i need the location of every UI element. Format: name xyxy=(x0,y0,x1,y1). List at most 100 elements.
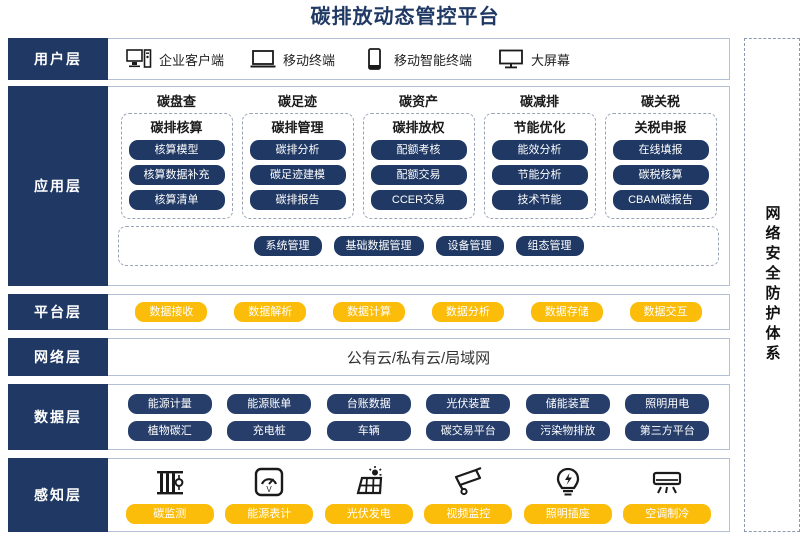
app-chip[interactable]: CBAM碳报告 xyxy=(612,190,709,210)
layer-sensing: 感知层 xyxy=(8,458,730,532)
pillar-title: 碳资产 xyxy=(398,94,438,109)
user-item-label: 大屏幕 xyxy=(531,52,571,68)
layer-network: 网络层 公有云/私有云/局域网 xyxy=(8,338,730,376)
management-chip-device[interactable]: 设备管理 xyxy=(435,236,504,256)
energy-meter-icon: V xyxy=(252,465,286,499)
desktop-tower-icon xyxy=(126,48,152,70)
pillar-subtitle: 碳排放权 xyxy=(392,120,445,135)
pillar-carbon-footprint: 碳足迹 碳排管理 碳排分析 碳足迹建模 碳排报告 xyxy=(241,93,354,219)
layer-application-label: 应用层 xyxy=(8,86,108,286)
sensing-item-label[interactable]: 碳监测 xyxy=(125,503,214,524)
data-chip-row: 植物碳汇 充电桩 车辆 碳交易平台 污染物排放 第三方平台 xyxy=(120,420,717,441)
sensing-item-lighting-socket[interactable]: 照明插座 xyxy=(522,465,614,524)
network-security-label: 网络安全防护体系 xyxy=(763,205,781,365)
sensing-item-air-conditioning[interactable]: 空调制冷 xyxy=(621,465,713,524)
app-chip[interactable]: 配额考核 xyxy=(370,140,467,160)
app-chip[interactable]: 能效分析 xyxy=(491,140,588,160)
smartphone-icon xyxy=(361,48,387,70)
data-chip[interactable]: 照明用电 xyxy=(625,393,710,414)
platform-pill[interactable]: 数据交互 xyxy=(629,302,702,322)
platform-pill[interactable]: 数据存储 xyxy=(530,302,603,322)
layer-data-label: 数据层 xyxy=(8,384,108,450)
sensing-item-energy-meter[interactable]: V 能源表计 xyxy=(223,465,315,524)
app-chip[interactable]: 碳税核算 xyxy=(612,165,709,185)
data-chip[interactable]: 植物碳汇 xyxy=(127,420,212,441)
data-chip[interactable]: 光伏装置 xyxy=(426,393,511,414)
data-chip[interactable]: 污染物排放 xyxy=(525,420,610,441)
sensing-item-label[interactable]: 光伏发电 xyxy=(324,503,413,524)
app-chip[interactable]: 核算清单 xyxy=(128,190,225,210)
pillar-subtitle: 关税申报 xyxy=(634,120,687,135)
air-conditioner-icon xyxy=(650,465,684,499)
data-chip[interactable]: 第三方平台 xyxy=(625,420,710,441)
app-chip[interactable]: 在线填报 xyxy=(612,140,709,160)
sensing-item-carbon-monitor[interactable]: 碳监测 xyxy=(124,465,216,524)
user-item-smart-mobile-terminal[interactable]: 移动智能终端 xyxy=(361,48,472,70)
sensing-item-label[interactable]: 空调制冷 xyxy=(623,503,712,524)
platform-pill[interactable]: 数据接收 xyxy=(135,302,208,322)
user-item-label: 移动终端 xyxy=(283,52,336,68)
pillar-title: 碳关税 xyxy=(640,94,680,109)
layer-sensing-label: 感知层 xyxy=(8,458,108,532)
sensing-item-video-surveillance[interactable]: 视频监控 xyxy=(422,465,514,524)
user-item-label: 移动智能终端 xyxy=(394,52,473,68)
solar-panel-icon xyxy=(352,465,386,499)
layer-application-body: 碳盘查 碳排核算 核算模型 核算数据补充 核算清单 碳足迹 碳排管理 碳排分析 xyxy=(108,86,730,286)
user-item-label: 企业客户端 xyxy=(159,52,225,68)
app-chip[interactable]: 核算模型 xyxy=(128,140,225,160)
layer-network-label: 网络层 xyxy=(8,338,108,376)
management-chip-basic-data[interactable]: 基础数据管理 xyxy=(333,236,424,256)
layer-platform: 平台层 数据接收 数据解析 数据计算 数据分析 数据存储 数据交互 xyxy=(8,294,730,330)
layer-data-body: 能源计量 能源账单 台账数据 光伏装置 储能装置 照明用电 植物碳汇 充电桩 车… xyxy=(108,384,730,450)
sensing-item-label[interactable]: 视频监控 xyxy=(424,503,513,524)
monitor-icon xyxy=(498,48,524,70)
svg-text:V: V xyxy=(267,485,273,494)
cctv-camera-icon xyxy=(451,465,485,499)
layer-user: 用户层 企业客户端 xyxy=(8,38,730,80)
app-chip[interactable]: 核算数据补充 xyxy=(128,165,225,185)
data-chip-grid: 能源计量 能源账单 台账数据 光伏装置 储能装置 照明用电 植物碳汇 充电桩 车… xyxy=(108,385,729,449)
user-item-mobile-terminal[interactable]: 移动终端 xyxy=(250,48,335,70)
management-chip-system[interactable]: 系统管理 xyxy=(253,236,322,256)
data-chip[interactable]: 储能装置 xyxy=(525,393,610,414)
carbon-monitor-icon xyxy=(153,465,187,499)
app-chip[interactable]: 技术节能 xyxy=(491,190,588,210)
pillar-subtitle: 碳排管理 xyxy=(271,120,324,135)
data-chip[interactable]: 台账数据 xyxy=(326,393,411,414)
app-chip[interactable]: 碳排报告 xyxy=(249,190,346,210)
app-chip[interactable]: 配额交易 xyxy=(370,165,467,185)
data-chip[interactable]: 能源账单 xyxy=(227,393,312,414)
data-chip[interactable]: 充电桩 xyxy=(227,420,312,441)
sensing-item-label[interactable]: 照明插座 xyxy=(523,503,612,524)
data-chip[interactable]: 车辆 xyxy=(326,420,411,441)
management-chip-configuration[interactable]: 组态管理 xyxy=(515,236,584,256)
platform-pill[interactable]: 数据计算 xyxy=(333,302,406,322)
app-chip[interactable]: 碳足迹建模 xyxy=(249,165,346,185)
layer-network-body: 公有云/私有云/局域网 xyxy=(108,338,730,376)
platform-pill[interactable]: 数据解析 xyxy=(234,302,307,322)
app-chip[interactable]: 节能分析 xyxy=(491,165,588,185)
light-bulb-icon xyxy=(551,465,585,499)
page-title: 碳排放动态管控平台 xyxy=(310,6,500,28)
data-chip[interactable]: 碳交易平台 xyxy=(426,420,511,441)
user-item-enterprise-client[interactable]: 企业客户端 xyxy=(126,48,224,70)
layer-data: 数据层 能源计量 能源账单 台账数据 光伏装置 储能装置 照明用电 植物碳汇 充… xyxy=(8,384,730,450)
pillar-carbon-tariff: 碳关税 关税申报 在线填报 碳税核算 CBAM碳报告 xyxy=(604,93,717,219)
laptop-icon xyxy=(250,48,276,70)
sensing-item-solar-power[interactable]: 光伏发电 xyxy=(323,465,415,524)
pillar-subtitle: 节能优化 xyxy=(513,120,566,135)
layer-user-body: 企业客户端 移动终端 xyxy=(108,38,730,80)
app-chip[interactable]: CCER交易 xyxy=(370,190,467,210)
sensing-item-grid: 碳监测 V 能源表计 xyxy=(108,459,729,531)
layer-application: 应用层 碳盘查 碳排核算 核算模型 核算数据补充 核算清单 碳足迹 xyxy=(8,86,730,286)
app-chip[interactable]: 碳排分析 xyxy=(249,140,346,160)
platform-pill[interactable]: 数据分析 xyxy=(431,302,504,322)
pillar-title: 碳盘查 xyxy=(156,94,196,109)
pillar-title: 碳减排 xyxy=(519,94,559,109)
data-chip[interactable]: 能源计量 xyxy=(127,393,212,414)
layer-platform-label: 平台层 xyxy=(8,294,108,330)
sensing-item-label[interactable]: 能源表计 xyxy=(225,503,314,524)
user-item-large-screen[interactable]: 大屏幕 xyxy=(498,48,570,70)
layer-user-label: 用户层 xyxy=(8,38,108,80)
